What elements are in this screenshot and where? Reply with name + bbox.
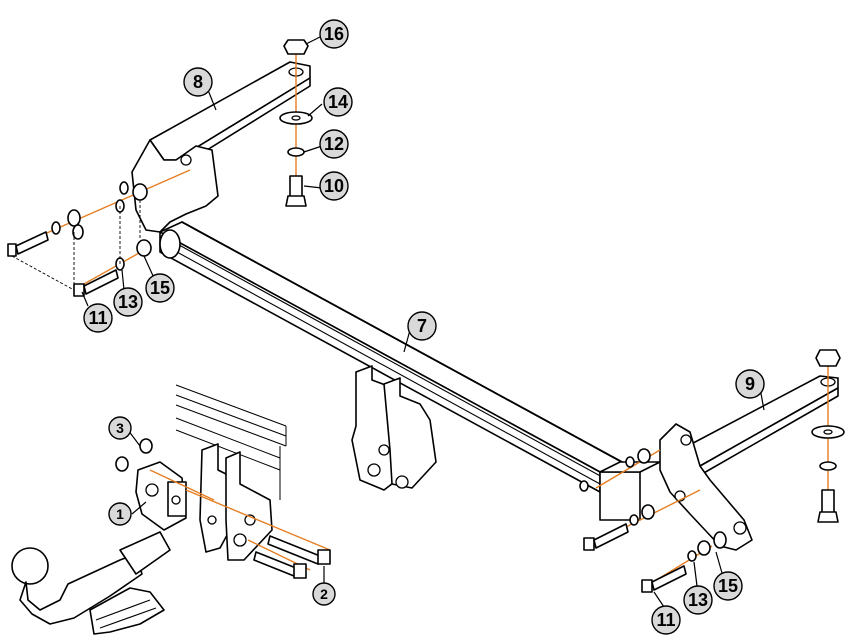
vehicle-frame-outline (175, 384, 287, 500)
callout-16-label: 16 (324, 24, 344, 44)
callout-7-label: 7 (417, 316, 427, 336)
callout-1: 1 (108, 502, 132, 526)
callout-14: 14 (323, 87, 353, 117)
callout-10: 10 (319, 171, 349, 201)
right-fastener-stack (811, 349, 845, 523)
callout-9-label: 9 (745, 374, 755, 394)
hook-mounting-bracket (199, 443, 273, 561)
callout-3-label: 3 (116, 420, 124, 436)
callout-13-right-label: 13 (688, 590, 708, 610)
callout-12-label: 12 (324, 134, 344, 154)
callout-15-left: 15 (145, 273, 175, 303)
callout-11-right-label: 11 (656, 610, 675, 630)
callout-11-right: 11 (651, 605, 681, 635)
cross-beam (159, 221, 661, 521)
callout-7: 7 (407, 311, 437, 341)
callout-2-label: 2 (320, 586, 328, 602)
callout-9: 9 (735, 369, 765, 399)
callout-16: 16 (319, 19, 349, 49)
callout-14-label: 14 (328, 92, 348, 112)
left-bolt-group (7, 169, 191, 297)
callout-13-left: 13 (113, 287, 143, 317)
center-bracket (351, 365, 437, 491)
callout-13-right: 13 (683, 585, 713, 615)
callout-3: 3 (108, 416, 132, 440)
callout-13-left-label: 13 (118, 292, 138, 312)
right-bolt-group (579, 448, 727, 593)
callout-11-left: 11 (83, 303, 113, 333)
callout-2: 2 (312, 582, 336, 606)
hook-bolts (115, 438, 331, 579)
top-fastener-stack (279, 39, 313, 207)
callout-15-left-label: 15 (150, 278, 170, 298)
callout-1-label: 1 (116, 506, 124, 522)
callout-8: 8 (183, 67, 213, 97)
tow-ball-neck (11, 531, 171, 635)
socket-plate (135, 461, 187, 531)
callout-15-right-label: 15 (718, 576, 738, 596)
callout-10-label: 10 (324, 176, 344, 196)
right-side-bracket (659, 375, 839, 551)
callout-15-right: 15 (713, 571, 743, 601)
callout-11-left-label: 11 (88, 308, 107, 328)
callout-8-label: 8 (193, 72, 203, 92)
left-side-bracket (131, 61, 311, 255)
callout-12: 12 (319, 129, 349, 159)
